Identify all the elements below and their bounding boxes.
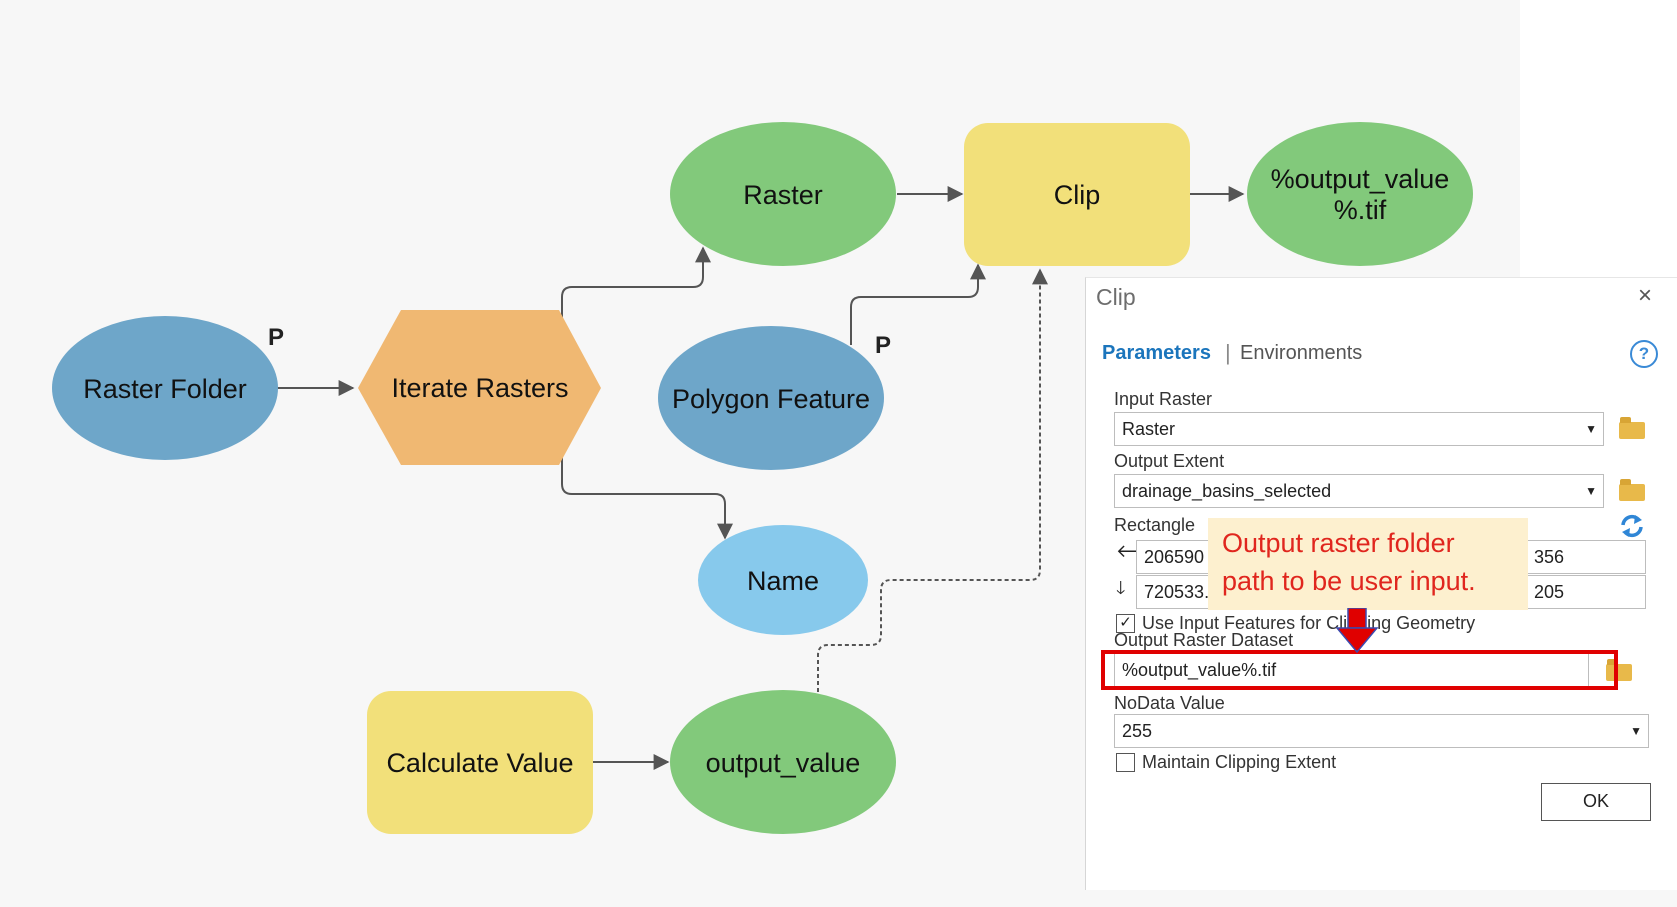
- raster-node[interactable]: Raster: [670, 122, 896, 266]
- chevron-down-icon: ▼: [1585, 422, 1597, 436]
- canvas-corner: [1520, 0, 1677, 277]
- rectangle-top-field[interactable]: 205: [1526, 575, 1646, 609]
- parameter-marker: P: [875, 332, 891, 359]
- folder-icon[interactable]: [1619, 417, 1645, 439]
- use-input-features-label: Use Input Features for Clipping Geometry: [1142, 613, 1476, 633]
- nodata-dropdown[interactable]: 255 ▼: [1114, 714, 1649, 748]
- svg-text:Calculate Value: Calculate Value: [386, 748, 573, 778]
- svg-text:Clip: Clip: [1054, 180, 1101, 210]
- svg-text:%output_value: %output_value: [1271, 164, 1450, 194]
- tab-environments[interactable]: Environments: [1240, 342, 1363, 364]
- tab-parameters[interactable]: Parameters: [1102, 342, 1211, 364]
- use-input-features-checkbox[interactable]: ✓: [1116, 614, 1135, 633]
- parameter-marker: P: [268, 324, 284, 351]
- clip-tool-dialog: Clip × Parameters | Environments ? Input…: [1085, 277, 1677, 890]
- input-raster-value: Raster: [1122, 419, 1176, 439]
- dialog-title: Clip: [1096, 284, 1136, 310]
- close-icon[interactable]: ×: [1638, 282, 1653, 309]
- nodata-value: 255: [1122, 721, 1153, 741]
- connector-polygon-to-clip: [850, 263, 986, 345]
- chevron-down-icon: ▼: [1630, 724, 1642, 738]
- svg-text:Raster Folder: Raster Folder: [83, 374, 247, 404]
- annotation-callout: Output raster folder path to be user inp…: [1208, 518, 1528, 610]
- output-extent-value: drainage_basins_selected: [1122, 481, 1332, 501]
- maintain-extent-label: Maintain Clipping Extent: [1142, 752, 1337, 772]
- input-raster-dropdown[interactable]: Raster ▼: [1114, 412, 1604, 446]
- output-value-node[interactable]: output_value: [670, 690, 896, 834]
- name-node[interactable]: Name: [698, 525, 868, 635]
- svg-text:Iterate Rasters: Iterate Rasters: [391, 373, 568, 403]
- refresh-icon[interactable]: [1618, 512, 1646, 540]
- folder-icon[interactable]: [1619, 479, 1645, 501]
- clip-tool-node[interactable]: Clip: [964, 123, 1190, 266]
- calculate-value-node[interactable]: Calculate Value: [367, 691, 593, 834]
- svg-text:Name: Name: [747, 566, 819, 596]
- down-arrow-annotation-icon: [1335, 608, 1379, 654]
- connector-iterate-to-name: [561, 440, 733, 540]
- connector-iterate-to-raster: [561, 246, 711, 338]
- output-raster-value: %output_value%.tif: [1122, 660, 1277, 680]
- svg-text:%.tif: %.tif: [1334, 195, 1387, 225]
- highlight-box: [1101, 650, 1618, 690]
- svg-text:Polygon Feature: Polygon Feature: [672, 384, 870, 414]
- annotation-line-1: Output raster folder: [1222, 528, 1455, 558]
- output-raster-label: Output Raster Dataset: [1114, 630, 1294, 650]
- rectangle-label: Rectangle: [1114, 515, 1196, 535]
- help-icon[interactable]: ?: [1630, 340, 1658, 368]
- raster-folder-node[interactable]: Raster Folder: [52, 316, 278, 460]
- folder-icon[interactable]: [1606, 659, 1632, 681]
- svg-text:Raster: Raster: [743, 180, 823, 210]
- output-raster-node[interactable]: %output_value %.tif: [1247, 122, 1473, 266]
- output-raster-field[interactable]: %output_value%.tif: [1114, 653, 1589, 687]
- rectangle-right-field[interactable]: 356: [1526, 540, 1646, 574]
- nodata-label: NoData Value: [1114, 693, 1225, 713]
- output-extent-dropdown[interactable]: drainage_basins_selected ▼: [1114, 474, 1604, 508]
- input-raster-label: Input Raster: [1114, 389, 1213, 409]
- connector-outputvalue-to-clip-precondition: [817, 268, 1048, 692]
- iterate-rasters-node[interactable]: Iterate Rasters: [358, 310, 601, 465]
- maintain-extent-checkbox[interactable]: [1116, 753, 1135, 772]
- polygon-feature-node[interactable]: Polygon Feature: [658, 326, 884, 470]
- ok-button[interactable]: OK: [1541, 783, 1651, 821]
- output-extent-label: Output Extent: [1114, 451, 1225, 471]
- down-arrow-icon: 🡓: [1116, 578, 1126, 598]
- chevron-down-icon: ▼: [1585, 484, 1597, 498]
- svg-text:output_value: output_value: [706, 748, 861, 778]
- annotation-line-2: path to be user input.: [1222, 566, 1476, 596]
- tab-separator: |: [1225, 340, 1231, 365]
